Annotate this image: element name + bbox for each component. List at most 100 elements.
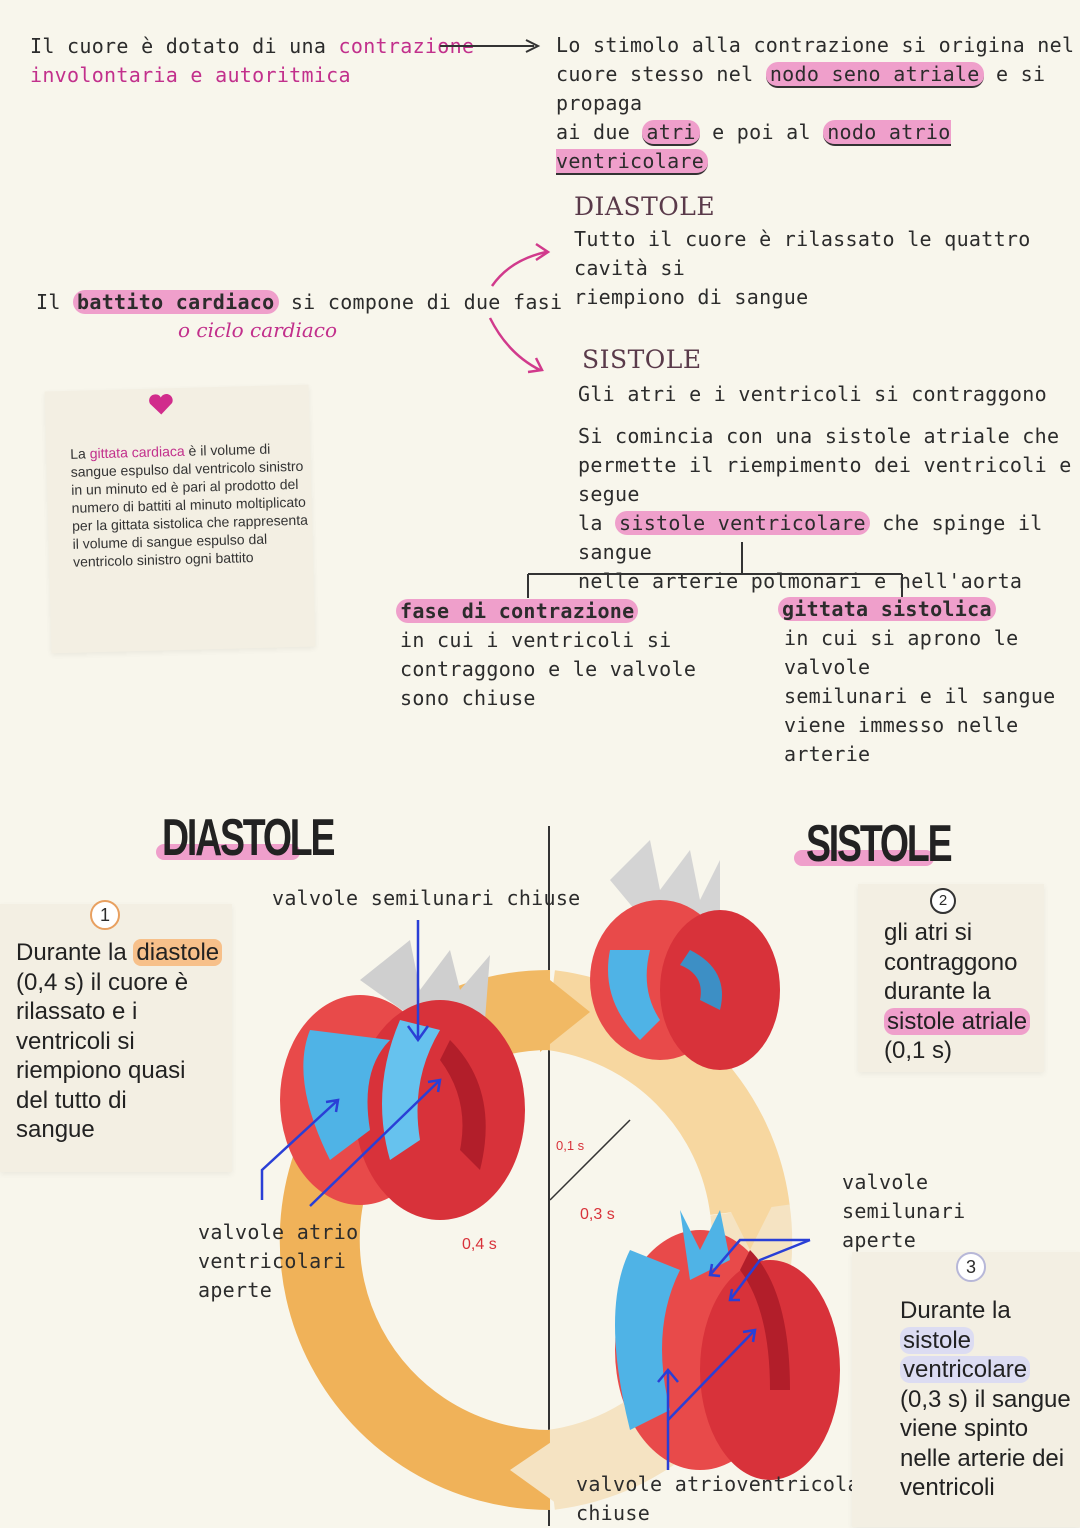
title-underline — [156, 844, 300, 860]
cardiac-cycle-diagram — [260, 840, 840, 1511]
step3-line: viene spinto — [900, 1415, 1029, 1442]
intro-text: ai due — [556, 120, 643, 144]
step1-line: (0,4 s) il cuore è — [16, 968, 189, 996]
intro-text: cuore stesso nel — [556, 62, 766, 86]
sistole-text: che spinge il sangue — [578, 511, 1043, 564]
highlight-sistole-ventricolare: sistole ventricolare — [615, 511, 870, 535]
heart-icon — [149, 394, 173, 415]
heartbeat-text: Il — [36, 290, 74, 314]
highlight-ventricolare: ventricolare — [900, 1356, 1031, 1383]
step1-line: sangue — [16, 1116, 95, 1143]
step1-line: Durante la — [16, 939, 134, 966]
arrow-right-icon — [440, 39, 541, 53]
tree-connector — [527, 542, 903, 598]
sistole-heading: SISTOLE — [582, 345, 702, 374]
sistole-line: Gli atri e i ventricoli si contraggono — [578, 382, 1047, 406]
step3-line: (0,3 s) il sangue — [900, 1385, 1071, 1413]
cycle-segment-atrial — [544, 970, 790, 1216]
diastole-desc: Tutto il cuore è rilassato le quattro ca… — [574, 225, 1080, 312]
cycle-arrow-head — [510, 1436, 560, 1506]
intro-right-line: Lo stimolo alla contrazione si origina n… — [556, 33, 1075, 57]
label-av-closed: valvole atrioventricolari chiuse — [576, 1470, 885, 1528]
sistole-text: la — [578, 511, 616, 535]
branch-right-title: gittata sistolica — [778, 597, 996, 621]
diastole-heading: DIASTOLE — [574, 192, 716, 221]
note-text-part: La — [70, 445, 90, 462]
step2-line: durante la — [884, 978, 991, 1005]
branch-right-line: in cui si aprono le valvole — [784, 626, 1019, 679]
highlight-nodo-seno: nodo seno atriale — [765, 62, 984, 88]
label-line: valvole atrioventricolari — [576, 1472, 885, 1496]
cycle-arrow-head — [720, 1190, 780, 1250]
valve-arrows — [260, 920, 811, 1470]
sistole-line: Si comincia con una sistole atriale che — [578, 424, 1060, 448]
label-line: aperte — [198, 1278, 273, 1302]
note-card: La gittata cardiaca è il volume di sangu… — [44, 384, 316, 654]
label-line: semilunari — [842, 1199, 966, 1223]
label-line: valvole — [842, 1170, 929, 1194]
branch-left-line: in cui i ventricoli si — [400, 628, 672, 652]
heart-ventricular-systole — [615, 1210, 840, 1480]
time-label-03: 0,3 s — [580, 1206, 615, 1223]
branch-left-title: fase di contrazione — [396, 599, 639, 623]
step2-line: gli atri si — [884, 919, 973, 946]
step3-line: Durante la — [900, 1297, 1011, 1324]
step-number: 1 — [90, 900, 120, 930]
cycle-arrow-head — [540, 972, 590, 1052]
step2-line: (0,1 s) — [884, 1037, 953, 1064]
time-label-01: 0,1 s — [556, 1138, 585, 1153]
diagram-title-sistole: SISTOLE — [794, 810, 953, 873]
note-pink-term: gittata cardiaca — [89, 442, 185, 462]
diagram-title-diastole: DIASTOLE — [154, 806, 335, 867]
branch-arrows-icon — [488, 242, 551, 374]
highlight-sistole: sistole — [900, 1326, 975, 1354]
branch-right-line: arterie — [784, 742, 871, 766]
step1-text: Durante la diastole (0,4 s) il cuore è r… — [16, 938, 232, 1145]
divider-tick — [549, 1119, 631, 1201]
label-semilunar-closed: valvole semilunari chiuse — [272, 886, 581, 910]
step1-line: ventricoli si — [16, 1027, 135, 1055]
step-number: 2 — [930, 888, 956, 914]
note-text: La gittata cardiaca è il volume di sangu… — [70, 439, 309, 571]
branch-right: gittata sistolica in cui si aprono le va… — [778, 595, 1080, 769]
heartbeat-subtitle: o ciclo cardiaco — [178, 318, 338, 342]
step2-line: contraggono — [884, 948, 1018, 976]
title-underline — [794, 850, 934, 866]
step1-line: riempiono quasi — [16, 1057, 186, 1084]
intro-text: e si propaga — [556, 62, 1046, 115]
step1-line: del tutto di — [16, 1086, 127, 1114]
step3-card: 3 Durante la sistole ventricolare (0,3 s… — [852, 1252, 1080, 1527]
time-label-04: 0,4 s — [462, 1236, 497, 1253]
highlight-sistole-atriale: sistole atriale — [884, 1007, 1031, 1035]
step1-line: rilassato e i — [16, 998, 138, 1025]
step3-line: nelle arterie dei — [900, 1444, 1065, 1472]
intro-text: Il cuore è dotato di una — [30, 34, 339, 58]
step3-line: ventricoli — [900, 1474, 995, 1501]
branch-left: fase di contrazione in cui i ventricoli … — [396, 597, 696, 713]
label-av-open: valvole atrio ventricolari aperte — [198, 1218, 358, 1305]
branch-left-line: contraggono e le valvole — [400, 657, 697, 681]
branch-right-line: viene immesso nelle — [784, 713, 1019, 737]
heartbeat-line: Il battito cardiaco si compone di due fa… — [36, 288, 562, 317]
intro-text: e poi al — [699, 120, 824, 144]
heartbeat-text: si compone di due fasi — [278, 290, 563, 314]
branch-left-line: sono chiuse — [400, 686, 536, 710]
diastole-line: riempiono di sangue — [574, 285, 809, 309]
step1-card: 1 Durante la diastole (0,4 s) il cuore è… — [0, 900, 232, 1172]
intro-pink-term-2: involontaria e autoritmica — [30, 63, 351, 87]
heart-atrial-systole — [590, 840, 780, 1070]
step2-text: gli atri si contraggono durante la sisto… — [884, 918, 1031, 1066]
highlight-atri: atri — [642, 120, 700, 146]
sistole-paragraph: Si comincia con una sistole atriale che … — [578, 422, 1080, 596]
title-text: DIASTOLE — [162, 809, 335, 867]
branch-right-line: semilunari e il sangue — [784, 684, 1056, 708]
intro-left: Il cuore è dotato di una contrazione inv… — [30, 32, 474, 90]
label-semilunar-open: valvole semilunari aperte — [842, 1168, 965, 1255]
label-line: valvole atrio — [198, 1220, 359, 1244]
label-line: chiuse — [576, 1501, 651, 1525]
highlight-diastole: diastole — [133, 939, 223, 966]
step-number: 3 — [956, 1252, 986, 1282]
highlight-battito: battito cardiaco — [73, 290, 279, 314]
label-line: ventricolari — [198, 1249, 347, 1273]
diastole-line: Tutto il cuore è rilassato le quattro ca… — [574, 227, 1031, 280]
